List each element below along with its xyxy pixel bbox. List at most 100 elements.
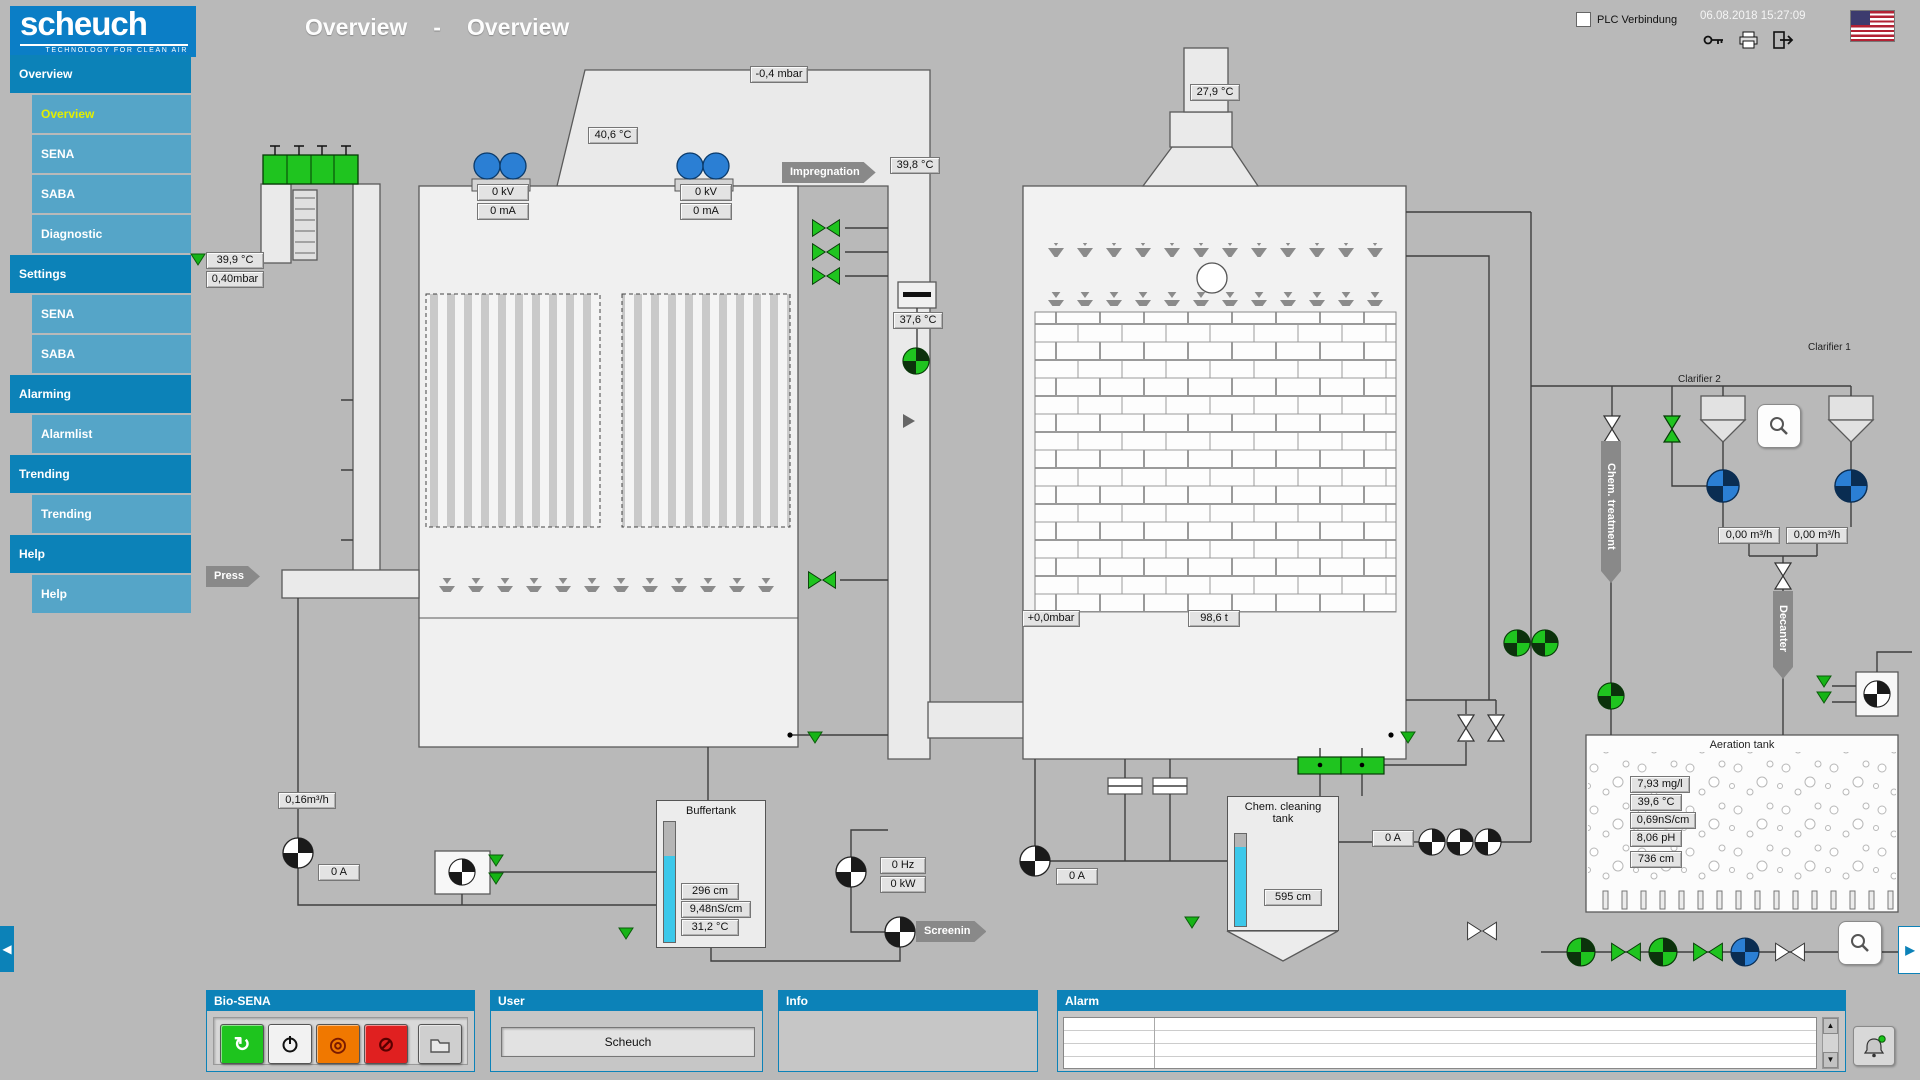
scroll-down-button[interactable]: ▼: [1823, 1052, 1838, 1068]
esp-spray-valve-3[interactable]: [812, 267, 840, 285]
nav-section-trending[interactable]: Trending: [10, 455, 191, 493]
nav-item-overview[interactable]: Overview: [32, 95, 191, 133]
title-separator: -: [433, 14, 441, 40]
bottom-pump-1[interactable]: [1566, 937, 1596, 967]
transfer-pump-2[interactable]: [1531, 629, 1559, 657]
bottom-valve-1[interactable]: [1611, 942, 1641, 962]
nav-item-diagnostic[interactable]: Diagnostic: [32, 215, 191, 253]
esp-spray-valve-1[interactable]: [812, 219, 840, 237]
clarifier-zoom-button[interactable]: [1757, 404, 1801, 448]
print-button[interactable]: [1736, 29, 1762, 51]
title-primary: Overview: [305, 14, 408, 40]
chem-dosing-pump-3[interactable]: [1474, 828, 1502, 856]
clarifier-feed-valve[interactable]: [1663, 415, 1681, 443]
scrubber-spray-row-2: [1035, 292, 1396, 306]
aeration-feed-pump[interactable]: [1597, 682, 1625, 710]
power-button[interactable]: [268, 1024, 312, 1064]
scrubber-sump-pressure: +0,0mbar: [1022, 610, 1080, 627]
aeration-zoom-button[interactable]: [1838, 921, 1882, 965]
navigation-menu: Overview Overview SENA SABA Diagnostic S…: [10, 55, 191, 615]
fan[interactable]: [835, 856, 867, 888]
stack-base: [1169, 111, 1233, 148]
next-page-button[interactable]: ▶: [1898, 926, 1920, 974]
bottom-valve-2[interactable]: [1693, 942, 1723, 962]
current-user-field[interactable]: Scheuch: [501, 1027, 755, 1057]
chem-tank-level-fill: [1235, 846, 1246, 926]
nav-section-help[interactable]: Help: [10, 535, 191, 573]
clarifier2-pump[interactable]: [1706, 469, 1740, 503]
aeration-ph: 8,06 pH: [1630, 830, 1682, 847]
aeration-oxygen: 7,93 mg/l: [1630, 776, 1690, 793]
clarifier2-flow: 0,00 m³/h: [1718, 527, 1780, 544]
nav-section-alarming[interactable]: Alarming: [10, 375, 191, 413]
scroll-track[interactable]: [1823, 1034, 1838, 1052]
bottom-valve-3[interactable]: [1775, 942, 1805, 962]
target-mode-button[interactable]: ◎: [316, 1024, 360, 1064]
scroll-up-button[interactable]: ▲: [1823, 1018, 1838, 1034]
info-panel-title: Info: [779, 991, 1037, 1011]
nav-item-sena[interactable]: SENA: [32, 135, 191, 173]
screening-flow-arrow: Screenin: [916, 921, 986, 942]
alarm-scrollbar[interactable]: ▲ ▼: [1822, 1017, 1839, 1069]
exit-button[interactable]: [1770, 29, 1796, 51]
return-pump[interactable]: [1863, 680, 1891, 708]
junction-dot: [1388, 732, 1394, 738]
bottom-pump-3[interactable]: [1730, 937, 1760, 967]
clarifier1-pump[interactable]: [1834, 469, 1868, 503]
process-run-button[interactable]: ↻: [220, 1024, 264, 1064]
clarifier1-label: Clarifier 1: [1808, 342, 1851, 353]
nav-item-help[interactable]: Help: [32, 575, 191, 613]
clarifier2-vessel: [1700, 395, 1746, 421]
nav-section-settings[interactable]: Settings: [10, 255, 191, 293]
transfer-pump-1[interactable]: [1503, 629, 1531, 657]
esp-field2-current: 0 mA: [680, 203, 732, 220]
buffertank-title: Buffertank: [686, 805, 736, 817]
datetime: 06.08.2018 15:27:09: [1700, 10, 1806, 22]
plc-checkbox[interactable]: [1576, 12, 1591, 27]
scrubber-drain-pump[interactable]: [1019, 845, 1051, 877]
chem-treatment-valve[interactable]: [1603, 415, 1621, 443]
esp-outlet-pressure: -0,4 mbar: [750, 66, 808, 83]
aeration-tank-title: Aeration tank: [1709, 739, 1775, 751]
nav-item-settings-sena[interactable]: SENA: [32, 295, 191, 333]
chem-dosing-pump-1[interactable]: [1418, 828, 1446, 856]
scrubber-outlet-valve-1[interactable]: [1457, 714, 1475, 742]
feed-pump[interactable]: [282, 837, 314, 869]
flow-marker: [903, 414, 915, 428]
bottom-pump-2[interactable]: [1648, 937, 1678, 967]
alarm-ack-button[interactable]: [1853, 1026, 1895, 1066]
dosing-pump[interactable]: [448, 858, 476, 886]
screening-pump[interactable]: [884, 916, 916, 948]
nav-item-saba[interactable]: SABA: [32, 175, 191, 213]
login-button[interactable]: [1702, 29, 1728, 51]
junction-dot: [787, 732, 793, 738]
alarm-mute-button[interactable]: ⊘: [364, 1024, 408, 1064]
nav-item-alarmlist[interactable]: Alarmlist: [32, 415, 191, 453]
impregnation-pump[interactable]: [902, 347, 930, 375]
esp-drain-valve[interactable]: [808, 571, 836, 589]
impregnation-temp: 39,8 °C: [890, 157, 940, 174]
chem-dosing-pump-2[interactable]: [1446, 828, 1474, 856]
drain-valve[interactable]: [1467, 921, 1497, 941]
nav-section-overview[interactable]: Overview: [10, 55, 191, 93]
prev-page-icon: ◀: [2, 942, 12, 956]
run-icon: ↻: [233, 1033, 251, 1056]
status-triangle: [1816, 691, 1832, 704]
clarifier1-cone: [1827, 419, 1875, 443]
nav-item-settings-saba[interactable]: SABA: [32, 335, 191, 373]
user-panel: User Scheuch: [490, 990, 763, 1072]
feed-pump-current: 0 A: [318, 864, 360, 881]
aeration-temp: 39,6 °C: [1630, 794, 1682, 811]
impregnation-band: [903, 292, 931, 297]
decanter-valve[interactable]: [1774, 562, 1792, 590]
prev-page-button[interactable]: ◀: [0, 926, 14, 972]
buffertank-temp: 31,2 °C: [681, 919, 739, 936]
esp-spray-valve-2[interactable]: [812, 243, 840, 261]
nav-item-trending[interactable]: Trending: [32, 495, 191, 533]
archive-button[interactable]: [418, 1024, 462, 1064]
inlet-damper-block[interactable]: [262, 145, 359, 185]
chem-damper-pair[interactable]: [1297, 756, 1385, 775]
language-flag-button[interactable]: [1850, 10, 1895, 42]
scrubber-outlet-valve-2[interactable]: [1487, 714, 1505, 742]
alarm-row: [1064, 1018, 1816, 1031]
